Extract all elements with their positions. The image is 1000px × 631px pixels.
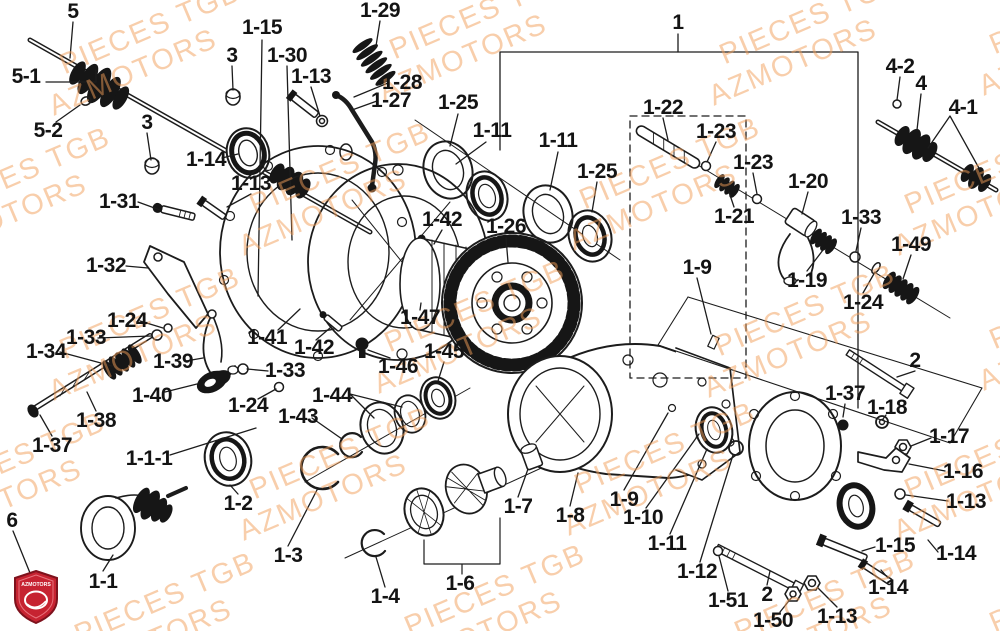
group-bracket-1 — [499, 51, 859, 409]
azmotors-logo: AZMOTORS — [14, 570, 58, 624]
part-plug-1-37r — [837, 419, 849, 431]
logo-shield-shape — [14, 570, 58, 624]
part-washer-1-24r — [871, 261, 881, 275]
part-oring-1-23a — [700, 160, 712, 172]
part-bolt-1-31 — [152, 202, 196, 221]
leader-lines — [12, 20, 983, 613]
part-oring-1-13b — [894, 488, 906, 500]
part-nut-3b — [144, 157, 160, 175]
part-pinion-gear-1-6 — [444, 463, 507, 515]
part-nut-1-13 — [315, 114, 329, 128]
dashed-group-box — [629, 115, 747, 379]
part-seal-1-25a — [422, 140, 474, 200]
part-bearing-1-2 — [203, 431, 253, 487]
part-snapring-1-3 — [300, 445, 340, 491]
part-spacer-1-7 — [520, 443, 544, 471]
part-bolt-1-42b — [319, 311, 343, 332]
part-bolt-1-14b — [857, 558, 894, 586]
part-oring-5-2 — [80, 96, 92, 106]
part-rear-cover — [748, 390, 842, 502]
axis-lines — [304, 119, 951, 559]
part-fork-1-39 — [202, 309, 239, 379]
part-bracket-1-16 — [857, 447, 911, 473]
part-bearing-1-6a — [403, 487, 445, 537]
part-oring-1-23b — [751, 193, 763, 205]
part-spring-1-19 — [809, 228, 837, 255]
part-seal-1-15 — [836, 482, 876, 530]
part-bolt-1-13c — [196, 195, 227, 220]
logo-text: AZMOTORS — [21, 582, 51, 588]
part-rod-1-22 — [635, 125, 701, 169]
part-seal-1-44a — [359, 401, 405, 455]
part-shift-shaft-1-34 — [27, 323, 173, 418]
part-differential-1-26 — [399, 232, 583, 374]
part-seal-1-11a — [465, 170, 509, 222]
logo-swirl-icon — [24, 590, 48, 610]
part-oring-1-12 — [728, 440, 744, 456]
part-bolt-2r — [845, 349, 915, 399]
part-seal-1-25b — [567, 209, 613, 263]
bracket-1-6 — [423, 517, 501, 575]
part-gasket — [218, 144, 417, 362]
part-nut-3a — [225, 88, 241, 106]
part-seal-1-11d — [694, 406, 734, 454]
part-shift-fork-1-20 — [777, 207, 818, 286]
part-plug-1-46 — [355, 337, 369, 358]
part-gear-1-40 — [196, 370, 231, 394]
part-spring-1-49 — [882, 271, 920, 305]
part-oring-4-2 — [892, 99, 902, 109]
part-bolt-1-30 — [285, 89, 319, 118]
part-oring-1-24c — [273, 381, 285, 393]
part-bolt-1-15b — [815, 533, 868, 563]
part-bearing-1-45 — [419, 376, 457, 420]
part-snapring-1-4 — [360, 529, 387, 558]
part-cv-axle-right — [875, 99, 999, 193]
part-yoke-1-1 — [80, 486, 188, 561]
part-bolt-1-14r — [902, 499, 942, 528]
part-snapring-1-43 — [339, 432, 364, 459]
tilted-group-box — [657, 296, 983, 444]
part-nut-1-50 — [784, 586, 802, 602]
part-spring-1-29 — [352, 38, 396, 86]
part-washer-1-51 — [712, 545, 724, 557]
part-spring-1-21 — [714, 174, 740, 198]
part-seal-1-11b — [522, 184, 574, 244]
part-nut-1-13d — [803, 575, 821, 591]
part-bracket-1-32 — [143, 245, 209, 329]
